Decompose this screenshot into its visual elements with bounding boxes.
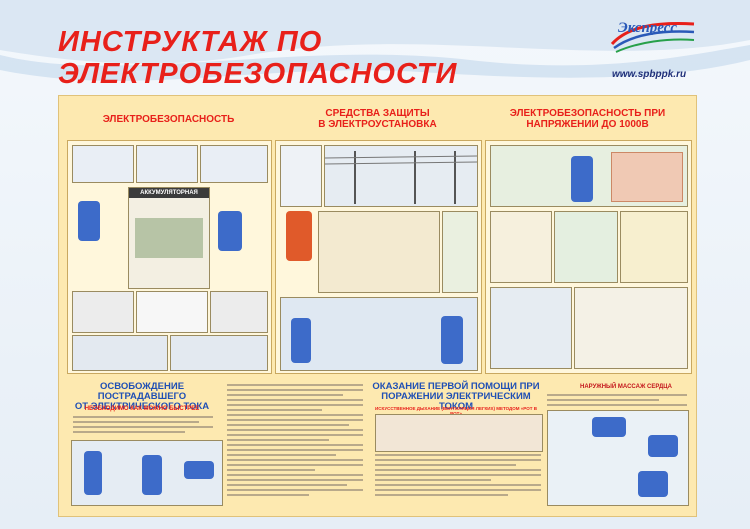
lineman-figure [286,211,312,261]
title-line-1: ИНСТРУКТАЖ ПО [58,26,323,58]
worker-figure [291,318,311,363]
rescue-illustrations [71,440,223,506]
firstaid-title-line-2: ПОРАЖЕНИИ ЭЛЕКТРИЧЕСКИМ ТОКОМ [381,391,531,412]
protective-tools-illustration [280,297,478,371]
illustration-box [72,291,134,333]
worker-figure [441,316,463,364]
release-title: ОСВОБОЖДЕНИЕ ПОСТРАДАВШЕГО ОТ ЭЛЕКТРИЧЕС… [67,382,217,412]
release-section: ОСВОБОЖДЕНИЕ ПОСТРАДАВШЕГО ОТ ЭЛЕКТРИЧЕС… [67,380,367,510]
illustration-box [490,287,572,369]
power-pole-drawing [324,151,478,204]
firstaid-text [375,454,541,499]
panel-electrosafety: АККУМУЛЯТОРНАЯ [67,140,272,374]
rescue-breathing-illustrations [375,414,543,452]
firstaid-title-line-1: ОКАЗАНИЕ ПЕРВОЙ ПОМОЩИ ПРИ [372,381,540,392]
circuit-diagram [574,287,688,369]
transformers-illustration [620,211,688,283]
release-title-line-2: ОТ ЭЛЕКТРИЧЕСКОГО ТОКА [74,401,210,412]
battery-room-label: АККУМУЛЯТОРНАЯ [129,188,209,198]
section-title-electrosafety: ЭЛЕКТРОБЕЗОПАСНОСТЬ [102,114,235,125]
firstaid-title: ОКАЗАНИЕ ПЕРВОЙ ПОМОЩИ ПРИ ПОРАЖЕНИИ ЭЛЕ… [371,382,541,412]
illustration-box [200,145,268,183]
illustration-box [280,145,322,207]
illustration-box [210,291,268,333]
power-lines-illustration [324,145,478,207]
illustration-box [442,211,478,293]
illustration-box [136,145,198,183]
firstaid-subtitle: ИСКУССТВЕННОЕ ДЫХАНИЕ (ВЕНТИЛЯЦИЯ ЛЕГКИХ… [375,406,537,416]
illustration-box [170,335,268,371]
worker-figure [84,451,102,495]
release-text [73,416,213,436]
rescuer-figure [648,435,678,457]
rescuer-figure [638,471,668,497]
voltage-title-line-2: НАПРЯЖЕНИИ ДО 1000В [526,119,649,130]
formula-box [136,291,208,333]
protection-title-line-1: СРЕДСТВА ЗАЩИТЫ [325,108,430,119]
poster-board: ЭЛЕКТРОБЕЗОПАСНОСТЬ СРЕДСТВА ЗАЩИТЫ В ЭЛ… [58,95,697,517]
voltage-title-line-1: ЭЛЕКТРОБЕЗОПАСНОСТЬ ПРИ [509,108,666,119]
section-title-protection: СРЕДСТВА ЗАЩИТЫ В ЭЛЕКТРОУСТАНОВКА [275,108,480,130]
battery-rack [135,218,203,258]
protection-title-line-2: В ЭЛЕКТРОУСТАНОВКА [318,119,437,130]
worker-figure [142,455,162,495]
switchboard-illustration [490,145,688,207]
heart-massage-title: НАРУЖНЫЙ МАССАЖ СЕРДЦА [579,384,672,390]
battery-room-illustration: АККУМУЛЯТОРНАЯ [128,187,210,289]
site-url[interactable]: www.spbppk.ru [612,69,687,80]
ladder-illustration [318,211,440,293]
section-title-voltage: ЭЛЕКТРОБЕЗОПАСНОСТЬ ПРИ НАПРЯЖЕНИИ ДО 10… [485,108,690,130]
panel-diagram [611,152,683,202]
express-logo [610,22,695,53]
illustration-box [490,211,552,283]
release-title-line-1: ОСВОБОЖДЕНИЕ ПОСТРАДАВШЕГО [97,381,187,402]
heart-massage-text [547,394,687,409]
heart-massage-illustrations [547,410,689,506]
illustration-box [72,335,168,371]
rescuer-figure [592,417,626,437]
logo-text: Экспресс [618,20,678,36]
worker-figure [78,201,100,241]
firstaid-section: ОКАЗАНИЕ ПЕРВОЙ ПОМОЩИ ПРИ ПОРАЖЕНИИ ЭЛЕ… [371,380,690,510]
page-title: ИНСТРУКТАЖ ПО ЭЛЕКТРОБЕЗОПАСНОСТИ [58,26,457,90]
worker-figure [218,211,242,251]
release-subtitle: НЕОБХОДИМО КАК МОЖНО БЫСТРЕЕ [84,406,200,412]
electric-cabinet-illustration [554,211,618,283]
title-line-2: ЭЛЕКТРОБЕЗОПАСНОСТИ [58,58,458,90]
worker-figure [184,461,214,479]
illustration-box [72,145,134,183]
release-instructions-text [227,384,363,499]
panel-protection [275,140,482,374]
panel-voltage [485,140,692,374]
worker-figure [571,156,593,202]
